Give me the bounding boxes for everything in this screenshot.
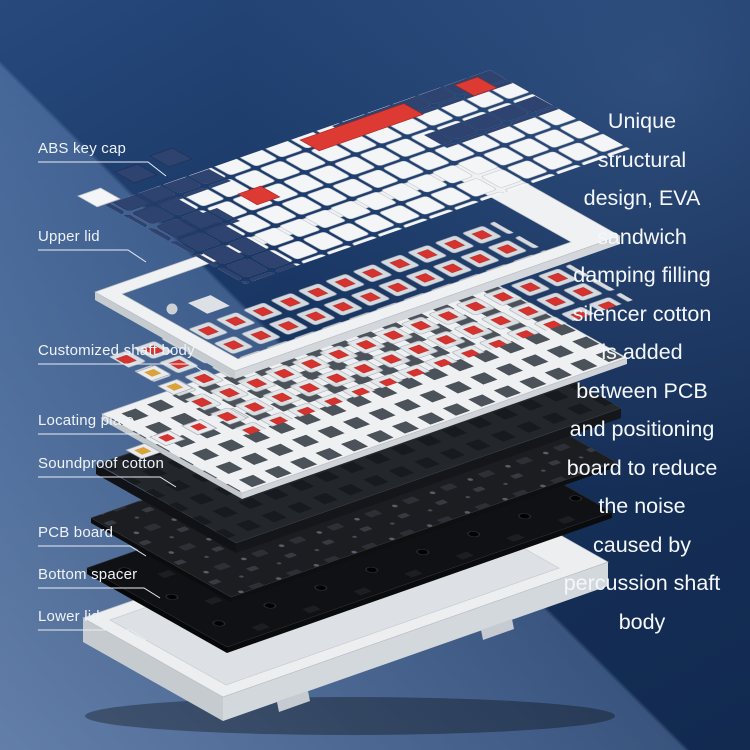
- label-pcb-board: PCB board: [38, 524, 113, 541]
- callout-line-soundproof-cotton: [38, 476, 177, 488]
- label-text: Soundproof cotton: [38, 455, 164, 472]
- callout-lines: [38, 161, 209, 641]
- label-customized-shaft-body: Customized shaft body: [38, 342, 195, 359]
- navy-function-keys-left: [105, 169, 231, 218]
- label-upper-lid: Upper lid: [38, 228, 100, 245]
- label-text: Upper lid: [38, 228, 100, 245]
- label-text: Bottom spacer: [38, 566, 138, 583]
- label-lower-lid: Lower lid: [38, 608, 100, 625]
- callout-line-upper-lid: [38, 249, 147, 263]
- layer-keycaps: [77, 70, 630, 284]
- label-text: Locating plate: [38, 412, 135, 429]
- lid-badge: [166, 303, 178, 315]
- label-soundproof-cotton: Soundproof cotton: [38, 455, 164, 472]
- label-text: PCB board: [38, 524, 114, 541]
- label-abs-key-cap: ABS key cap: [38, 140, 126, 157]
- lower-lid-foot: [481, 619, 514, 640]
- ground-shadow: [85, 697, 615, 735]
- label-text: Lower lid: [38, 608, 100, 625]
- lid-detail: [188, 295, 230, 314]
- callout-line-lower-lid: [38, 629, 147, 641]
- callout-line-abs-key-cap: [38, 161, 167, 177]
- lower-lid-foot: [277, 691, 310, 712]
- layer-upper-lid: [94, 156, 621, 379]
- callout-line-customized-shaft-body: [38, 363, 209, 376]
- label-locating-plate: Locating plate: [38, 412, 134, 429]
- callout-line-pcb-board: [38, 545, 147, 557]
- callout-line-bottom-spacer: [38, 587, 161, 599]
- label-text: Customized shaft body: [38, 342, 195, 359]
- navy-arrow-cluster-keys: [424, 96, 559, 148]
- callout-line-locating-plate: [38, 433, 167, 445]
- label-text: ABS key cap: [38, 140, 127, 157]
- navy-left-column-keys: [105, 187, 297, 284]
- navy-bottom-row-keys: [151, 208, 240, 244]
- label-bottom-spacer: Bottom spacer: [38, 566, 137, 583]
- description-text: Unique structural design, EVA sandwich d…: [563, 109, 721, 634]
